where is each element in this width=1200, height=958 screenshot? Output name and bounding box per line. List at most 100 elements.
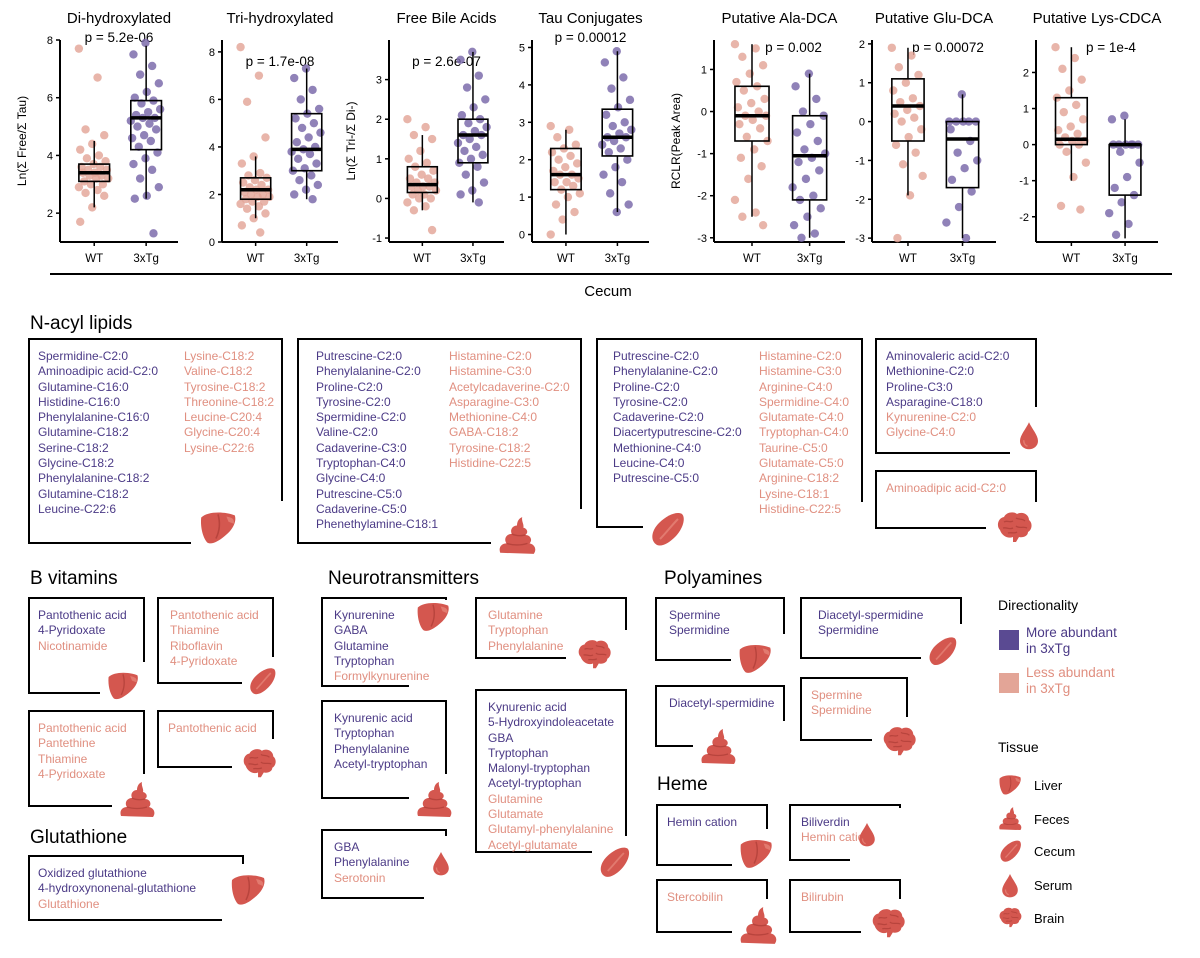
x-tick-label: WT [247, 253, 265, 265]
metabolite-more-abundant: Putrescine-C5:0 [316, 486, 403, 501]
metabolite-less-abundant: Glycine-C4:0 [886, 425, 956, 440]
metabolite-more-abundant: Putrescine-C5:0 [613, 471, 700, 486]
legend-more-label: More abundant in 3xTg [1026, 625, 1117, 657]
cecum-icon [246, 663, 278, 704]
box-iqr [601, 108, 634, 157]
metabolite-more-abundant: Biliverdin [801, 815, 850, 829]
x-tick-label: WT [743, 253, 761, 265]
data-point [570, 207, 579, 217]
metabolite-less-abundant: Tyrosine-C18:2 [184, 379, 266, 394]
data-point [617, 177, 627, 187]
data-point [1081, 158, 1091, 167]
data-point [404, 154, 413, 164]
data-point [758, 61, 768, 70]
data-point [755, 124, 765, 133]
data-point [290, 73, 299, 83]
metabolite-less-abundant: Leucine-C20:4 [184, 410, 263, 425]
metabolite-less-abundant: Arginine-C4:0 [759, 379, 833, 394]
data-point [1105, 208, 1114, 218]
chart-title: Putative Lys-CDCA [1033, 10, 1162, 27]
data-point [1065, 86, 1074, 95]
y-tick-label: 1 [519, 192, 525, 204]
data-point [760, 94, 769, 104]
section-title-heme: Heme [657, 774, 708, 795]
data-point [81, 125, 90, 134]
data-point [403, 115, 412, 124]
data-point [960, 163, 969, 173]
box-iqr [549, 147, 582, 191]
metabolite-more-abundant: Diacetyl-spermidine [669, 696, 775, 710]
data-point [620, 118, 629, 127]
list-box-frame [475, 689, 627, 853]
data-point [1062, 147, 1071, 157]
y-tick-label: 0 [1023, 140, 1029, 152]
metabolite-less-abundant: Spermidine [811, 703, 872, 718]
legend-less-swatch [999, 673, 1019, 693]
metabolite-list: Stercobilin [658, 882, 723, 905]
metabolite-more-abundant: GBA [334, 840, 360, 854]
data-point [607, 84, 616, 93]
y-tick-label: -3 [855, 233, 865, 245]
data-point [427, 134, 437, 144]
data-point [456, 190, 465, 199]
x-tick-label: WT [899, 253, 917, 265]
data-point [426, 194, 435, 203]
data-point [896, 97, 905, 107]
data-point [751, 44, 760, 53]
data-point [973, 156, 982, 165]
data-point [553, 133, 562, 142]
data-point [1116, 147, 1125, 157]
data-point [1076, 205, 1085, 214]
p-value-label: p = 0.00012 [555, 30, 627, 45]
metabolite-less-abundant: Riboflavin [170, 638, 223, 653]
data-point [261, 209, 270, 218]
data-point [566, 151, 575, 161]
list-box-frame [475, 597, 627, 659]
metabolite-more-abundant: Spermidine-C2:0 [316, 410, 407, 425]
metabolite-less-abundant: Threonine-C18:2 [184, 394, 275, 409]
y-tick-label: 0 [519, 230, 525, 242]
list-box-frame [28, 710, 145, 807]
data-point [901, 78, 911, 87]
data-point [575, 189, 585, 198]
data-point [147, 165, 157, 175]
metabolite-list: Pantothenic acid [159, 713, 257, 736]
metabolite-more-abundant: Putrescine-C2:0 [316, 349, 403, 363]
chart-title: Putative Ala-DCA [722, 10, 838, 27]
metabolite-less-abundant: Histamine-C3:0 [759, 364, 842, 379]
brain-icon [876, 723, 922, 766]
data-point [249, 152, 258, 161]
data-point [918, 171, 927, 181]
data-point [417, 170, 426, 179]
y-axis-label: Ln(Σ Tri-/Σ Di-) [344, 101, 358, 180]
metabolite-less-abundant: Pantothenic acid [38, 721, 127, 735]
data-point [1077, 75, 1086, 84]
data-point [416, 146, 425, 156]
data-point [421, 202, 430, 211]
metabolite-more-abundant: Malonyl-tryptophan [488, 761, 591, 776]
legend-less-line-2: in 3xTg [1026, 681, 1071, 696]
data-point [461, 170, 470, 179]
metabolite-less-abundant: Arginine-C18:2 [759, 471, 840, 486]
data-point [478, 150, 487, 160]
metabolite-more-abundant: Diacetyl-spermidine [818, 608, 924, 622]
data-point [898, 160, 908, 169]
data-point [149, 229, 158, 238]
data-point [154, 79, 164, 88]
y-tick-label: -2 [855, 194, 865, 206]
metabolite-less-abundant: Glutathione [38, 896, 100, 911]
data-point [562, 177, 571, 187]
metabolite-less-abundant: Thiamine [38, 751, 88, 766]
data-point [427, 225, 437, 235]
y-tick-label: -2 [697, 191, 707, 203]
data-point [143, 107, 153, 117]
metabolite-less-abundant: 4-Pyridoxate [170, 653, 238, 668]
metabolite-more-abundant: 4-Pyridoxate [38, 623, 106, 638]
cecum-icon [925, 630, 959, 677]
data-point [801, 174, 811, 184]
data-point [82, 154, 92, 163]
